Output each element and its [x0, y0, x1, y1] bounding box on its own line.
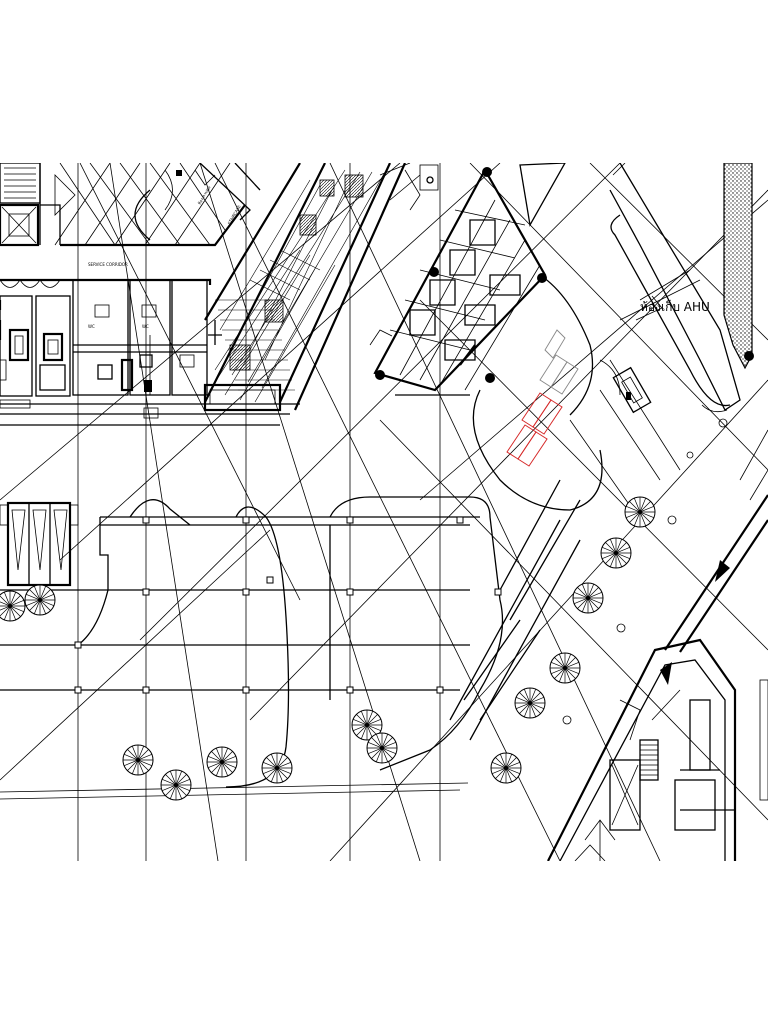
building-upper-left: SERVICE CORRIDOR	[0, 163, 246, 285]
parking-stalls-left	[0, 501, 79, 587]
svg-text:SERVICE CORRIDOR: SERVICE CORRIDOR	[88, 262, 128, 267]
svg-text:WC: WC	[88, 324, 95, 329]
plan-content: SERVICE CORRIDOR	[0, 163, 768, 861]
building-diagonal-columns	[369, 163, 603, 511]
road-lines	[0, 403, 480, 691]
ahu-area: ห้องเก็บ AHU	[569, 295, 710, 521]
svg-text:STAIRCASE: STAIRCASE	[227, 204, 242, 226]
svg-text:WC: WC	[142, 324, 149, 329]
ahu-room-label: ห้องเก็บ AHU	[640, 299, 710, 314]
stippled-wall	[723, 163, 754, 370]
plaza-outline	[77, 479, 581, 788]
walkway-right	[609, 163, 741, 413]
construction-lines	[0, 163, 768, 861]
landscape-trees	[0, 496, 656, 801]
grid-bubbles	[562, 418, 728, 725]
service-rooms: WC WC	[0, 279, 208, 419]
building-diagonal-dense: STAIRCASE	[194, 163, 439, 412]
parking-bays	[506, 329, 579, 467]
building-lower-right	[547, 429, 768, 861]
lower-boundary	[0, 782, 469, 800]
